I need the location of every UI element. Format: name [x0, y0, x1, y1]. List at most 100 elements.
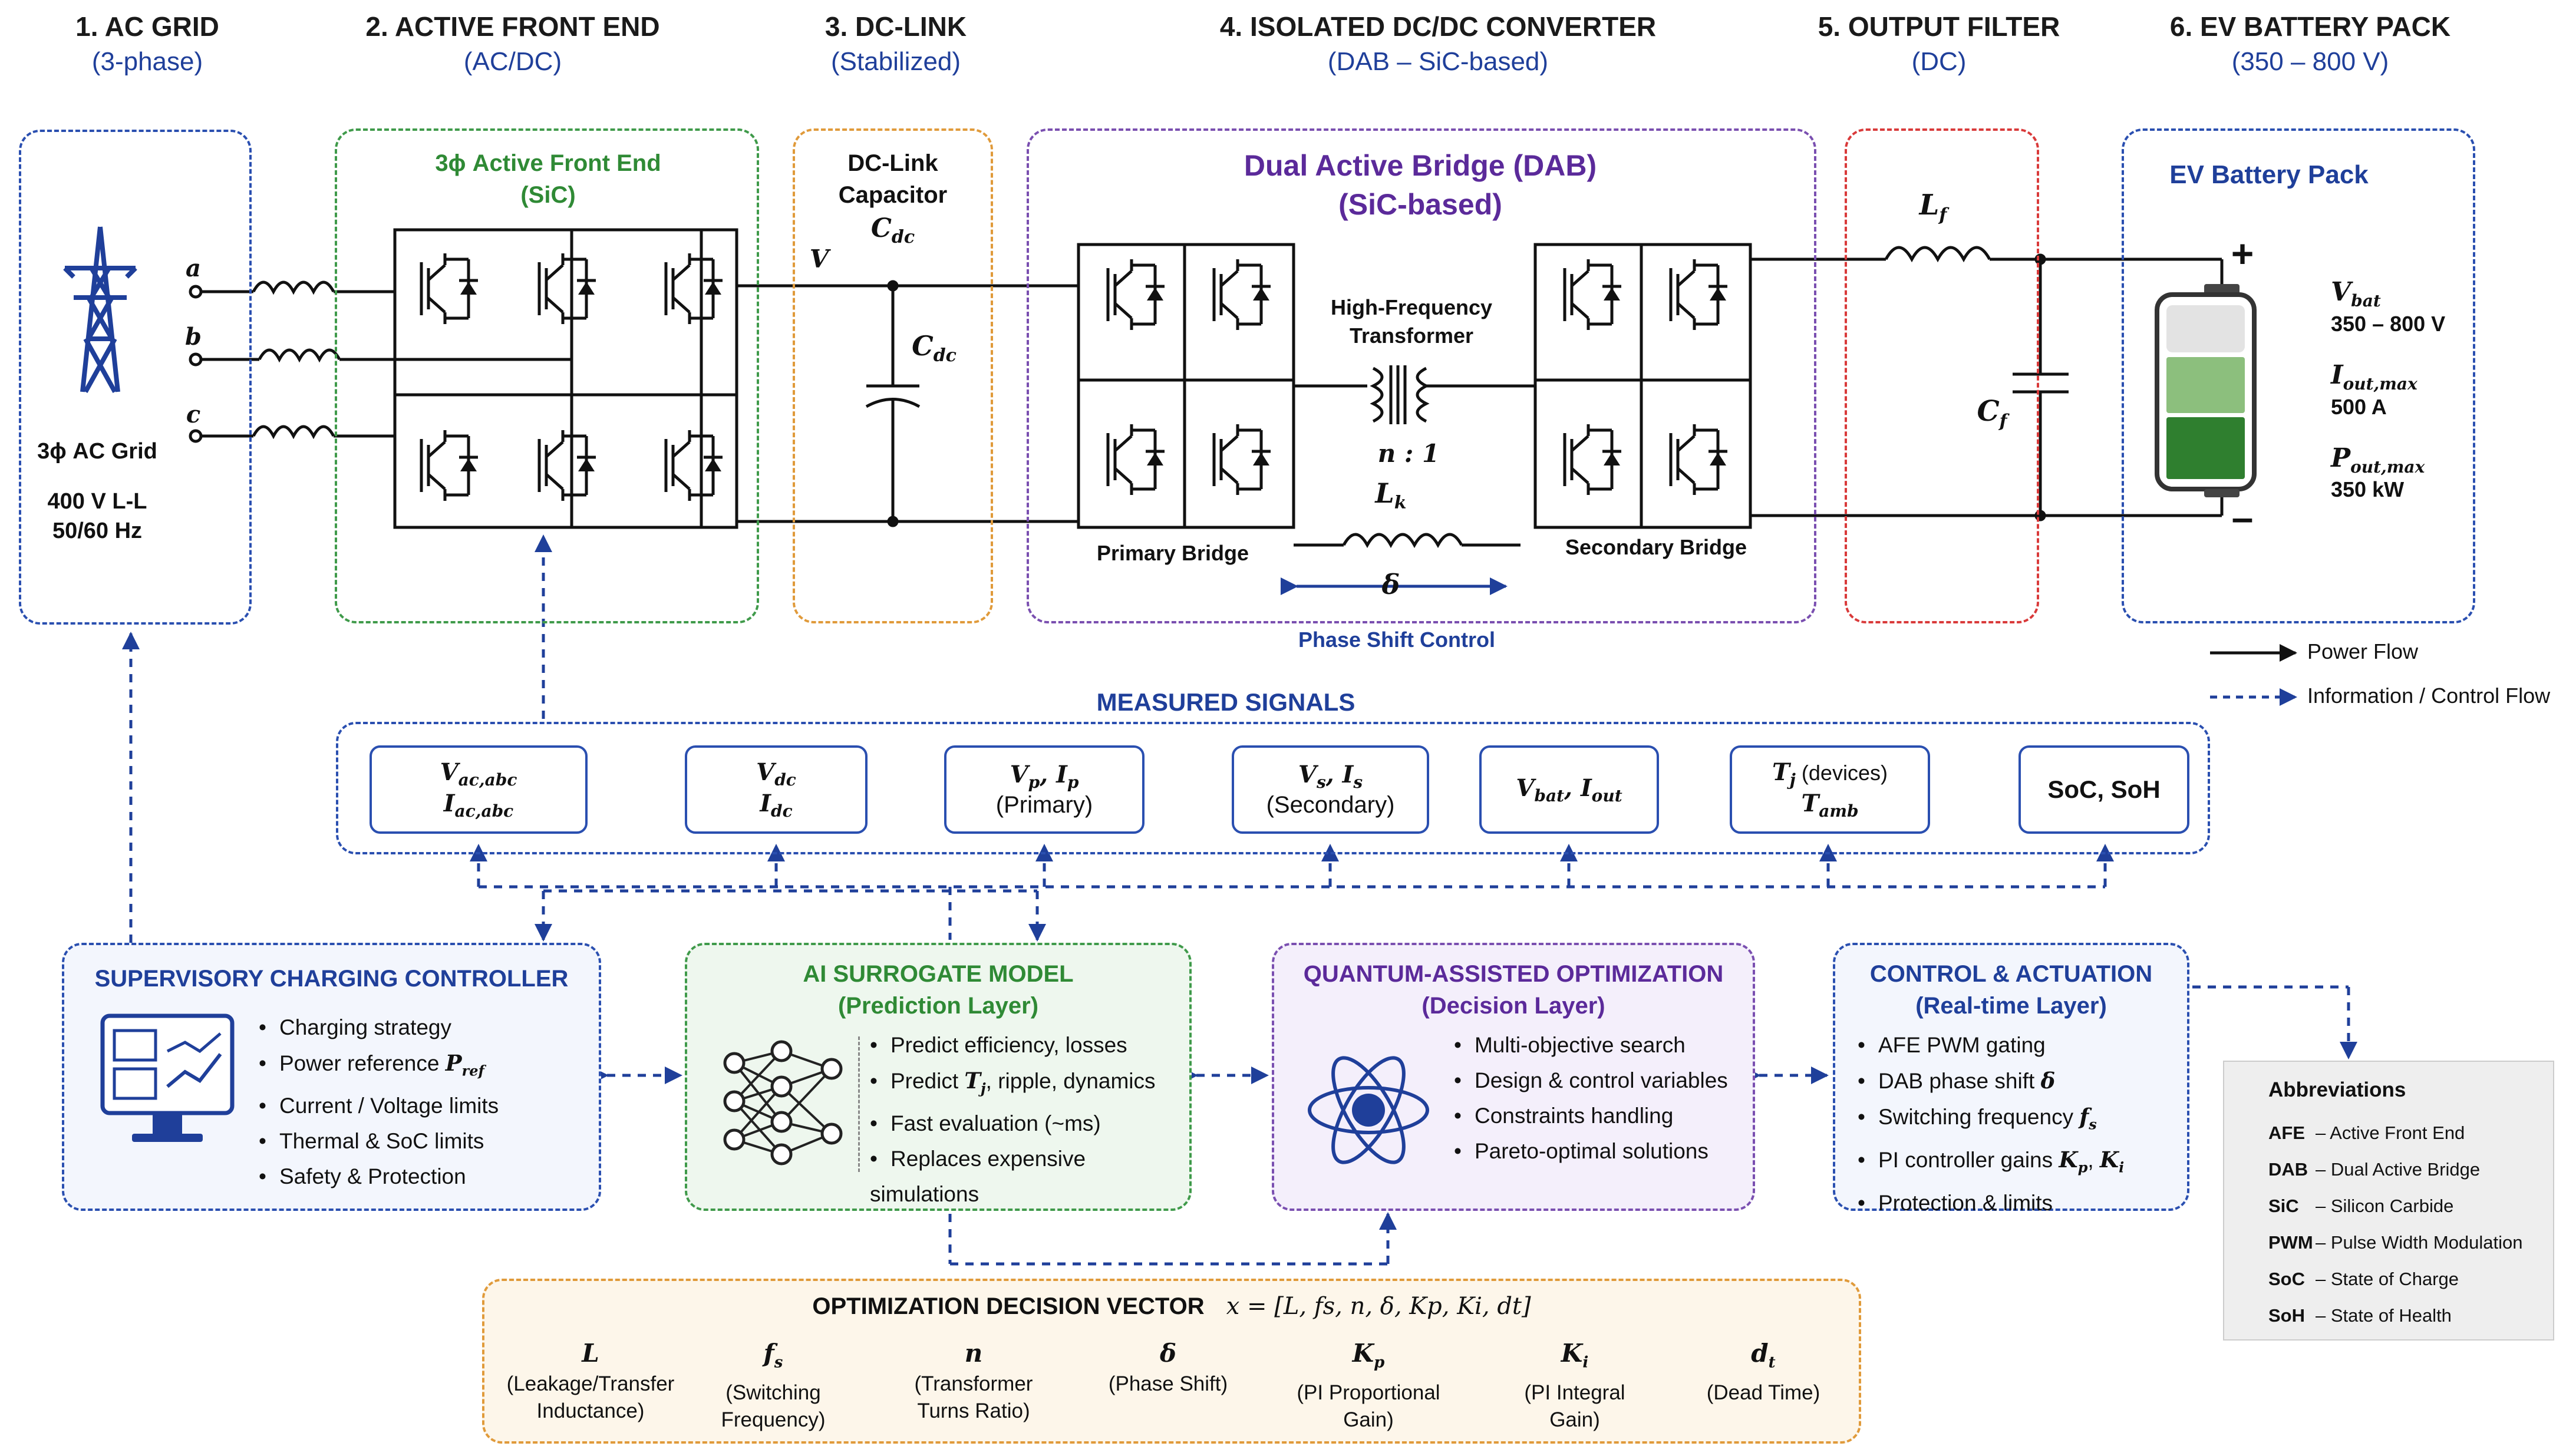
- dab-primary-bridge: [1077, 243, 1367, 529]
- abbr-row: SiC– Silicon Carbide: [2268, 1188, 2523, 1224]
- dv-sym: Ki: [1498, 1340, 1651, 1376]
- dab-secondary-bridge: [1533, 243, 1752, 529]
- cap-sub: dc: [933, 345, 957, 367]
- ai-title: AI SURROGATE MODEL (Prediction Layer): [687, 958, 1189, 1022]
- abbr-row: SoH– State of Health: [2268, 1297, 2523, 1334]
- abbreviations-title: Abbreviations: [2268, 1078, 2406, 1101]
- sig-sub: dc: [774, 770, 796, 790]
- iout-sym: I: [2331, 359, 2343, 390]
- signal-primary: Vp, Ip (Primary): [944, 745, 1145, 834]
- hf-transformer: [1370, 365, 1535, 424]
- lf-sub: f: [1939, 204, 1947, 226]
- afe-box: [335, 128, 759, 623]
- dv-item-ki: Ki (PI Integral Gain): [1498, 1340, 1651, 1434]
- measured-signals-box: [336, 722, 2210, 854]
- quantum-title-line2: (Decision Layer): [1421, 993, 1605, 1019]
- control-item: AFE PWM gating: [1858, 1028, 2188, 1063]
- output-filter-box: [1845, 128, 2039, 623]
- quantum-title: QUANTUM-ASSISTED OPTIMIZATION (Decision …: [1274, 958, 1753, 1022]
- leakage-inductor: [1281, 533, 1521, 595]
- dv-desc1: (Leakage/Transfer: [506, 1372, 675, 1395]
- lf-sym: L: [1919, 189, 1940, 222]
- abbr-key: PWM: [2268, 1232, 2313, 1253]
- header-title: 4. ISOLATED DC/DC CONVERTER: [1219, 11, 1657, 42]
- item-text: Power reference: [279, 1051, 446, 1075]
- sig-sub: bat: [1534, 785, 1565, 805]
- cf-sub: f: [1999, 411, 2007, 432]
- legend-info-flow: Information / Control Flow: [2307, 684, 2551, 708]
- sig-sub: ac,abc: [454, 801, 514, 821]
- quantum-item: Multi-objective search: [1454, 1028, 1749, 1063]
- sig-line2: (Primary): [995, 792, 1093, 818]
- sig-sym: V: [756, 758, 775, 786]
- phase-b-label: b: [185, 323, 202, 351]
- quantum-item: Design & control variables: [1454, 1063, 1749, 1098]
- decision-vector-title-row: OPTIMIZATION DECISION VECTOR x = [L, fs,…: [484, 1293, 1859, 1320]
- abbr-key: SiC: [2268, 1196, 2299, 1216]
- sig-sym: V: [1010, 761, 1028, 788]
- header-subtitle: (DAB – SiC-based): [1327, 47, 1549, 76]
- decision-vector-title: OPTIMIZATION DECISION VECTOR: [812, 1293, 1205, 1319]
- dv-desc2: Gain): [1549, 1408, 1600, 1432]
- sig-sub: j: [1789, 770, 1796, 790]
- sig-sub-b: out: [1591, 785, 1622, 805]
- phase-shift-control-label: Phase Shift Control: [1298, 628, 1496, 652]
- control-item: DAB phase shift δ: [1858, 1063, 2188, 1099]
- phase-a-label: a: [186, 255, 201, 282]
- ki-sub: i: [2119, 1158, 2125, 1176]
- sig-sym-b: I: [1342, 761, 1354, 788]
- transmission-tower-icon: [63, 226, 137, 393]
- dab-title-line1: Dual Active Bridge (DAB): [1244, 149, 1597, 182]
- sig-line1: Tj (devices): [1772, 758, 1888, 790]
- dv-sym-main: K: [1352, 1339, 1374, 1368]
- ai-surrogate-panel: AI SURROGATE MODEL (Prediction Layer) Pr…: [685, 943, 1192, 1211]
- dv-item-n: n (Transformer Turns Ratio): [885, 1340, 1062, 1425]
- header-subtitle: (Stabilized): [830, 47, 961, 76]
- decision-vector-formula: x = [L, fs, n, δ, Kp, Ki, dt]: [1226, 1293, 1531, 1320]
- abbr-key: SoC: [2268, 1269, 2305, 1289]
- dv-desc1: (Transformer: [914, 1372, 1033, 1395]
- ai-item: Fast evaluation (~ms): [870, 1106, 1188, 1141]
- cap-sym: C: [912, 330, 934, 362]
- tj-tail: , ripple, dynamics: [985, 1069, 1156, 1093]
- vbat-value: 350 – 800 V: [2331, 311, 2446, 336]
- phase-shift-delta: δ: [1381, 569, 1400, 600]
- sig-sub: ac,abc: [458, 770, 517, 790]
- fs-sym: f: [2079, 1104, 2089, 1130]
- afe-bridge: [393, 228, 738, 529]
- header-afe: 2. ACTIVE FRONT END (AC/DC): [330, 11, 695, 77]
- ai-item: Predict efficiency, losses: [870, 1028, 1188, 1063]
- dv-sym-sub: s: [774, 1353, 783, 1372]
- iout-sub: out,max: [2343, 374, 2417, 394]
- dv-sym-main: n: [964, 1339, 983, 1368]
- control-item: PI controller gains Kp, Ki: [1858, 1142, 2188, 1185]
- dv-sym-main: L: [582, 1339, 599, 1368]
- sig-line1: Vp, Ip: [1010, 761, 1079, 792]
- sig-sub: dc: [771, 801, 793, 821]
- pref-sub: ref: [461, 1062, 484, 1079]
- dv-sym-main: f: [763, 1339, 774, 1368]
- dc-link-box: [793, 128, 993, 623]
- abbr-val: – State of Health: [2316, 1305, 2452, 1326]
- pref-sym: P: [445, 1050, 462, 1076]
- item-text: Predict: [890, 1069, 965, 1093]
- pout-symbol: Pout,max: [2331, 443, 2466, 477]
- legend-power-flow: Power Flow: [2307, 639, 2419, 663]
- dv-sym-sub: i: [1582, 1353, 1589, 1372]
- dc-voltage-label: V: [809, 245, 829, 273]
- dv-desc2: Frequency): [721, 1408, 826, 1432]
- dv-sym: δ: [1091, 1340, 1245, 1367]
- abbr-row: SoC– State of Charge: [2268, 1261, 2523, 1297]
- header-title: 5. OUTPUT FILTER: [1818, 11, 2060, 42]
- dv-sym-main: δ: [1159, 1339, 1176, 1368]
- dv-sym-main: d: [1751, 1339, 1769, 1368]
- dv-sym: fs: [697, 1340, 850, 1376]
- sig-sep: ,: [1325, 761, 1343, 788]
- pout-sub: out,max: [2350, 457, 2425, 477]
- fs-sub: s: [2089, 1115, 2097, 1133]
- dv-sym-main: K: [1561, 1339, 1583, 1368]
- sig-sym: V: [1516, 774, 1535, 802]
- abbreviations-panel: Abbreviations AFE– Active Front End DAB–…: [2223, 1061, 2554, 1341]
- ac-phase-lines: [189, 280, 572, 443]
